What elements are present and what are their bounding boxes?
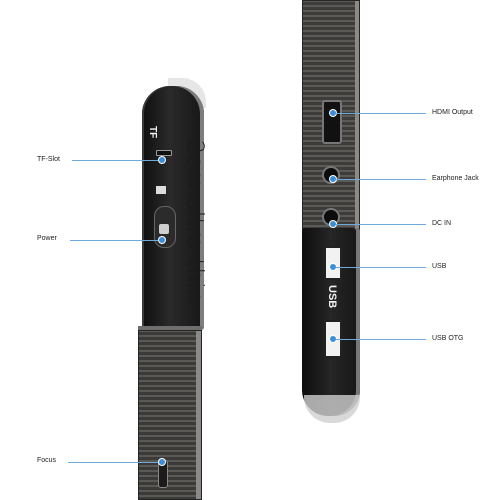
device-ribbed-body xyxy=(138,330,202,500)
earphone-label: Earphone Jack xyxy=(432,175,479,182)
hdmi-callout-line xyxy=(336,113,426,114)
tf-slot-port xyxy=(156,150,172,156)
hdmi-port xyxy=(322,100,342,144)
usb-otg-callout-line xyxy=(336,339,426,340)
usb-callout-line xyxy=(336,267,426,268)
usb-callout-dot xyxy=(330,264,336,270)
power-label: Power xyxy=(37,235,57,242)
dc-in-callout-line xyxy=(336,224,426,225)
earphone-callout-dot xyxy=(330,176,336,182)
power-callout-dot xyxy=(159,237,165,243)
device-seam xyxy=(138,326,202,330)
tf-slot-label: TF-Slot xyxy=(37,156,60,163)
tf-slot-callout-line xyxy=(72,160,162,161)
tagline: 2cm ultra-thin xyxy=(182,140,207,304)
usb-label: USB xyxy=(432,263,447,270)
projector-side-view-right: USB xyxy=(300,0,364,423)
hdmi-label: HDMI Output xyxy=(432,109,473,116)
tf-marking: TF xyxy=(147,126,158,139)
dc-in-callout-dot xyxy=(330,221,336,227)
tf-slot-callout-dot xyxy=(159,157,165,163)
usb-otg-label: USB OTG xyxy=(432,335,464,342)
earphone-callout-line xyxy=(336,179,426,180)
device-edge-highlight xyxy=(304,395,360,423)
usb-otg-callout-dot xyxy=(330,336,336,342)
focus-callout-line xyxy=(68,462,162,463)
power-switch-knob xyxy=(159,224,169,234)
power-callout-line xyxy=(70,240,162,241)
usb-port xyxy=(324,246,342,280)
focus-callout-dot xyxy=(159,459,165,465)
focus-label: Focus xyxy=(37,457,57,464)
usb-icon-marking xyxy=(156,186,166,194)
dc-in-label: DC IN xyxy=(432,220,452,227)
hdmi-callout-dot xyxy=(330,110,336,116)
usb-marking: USB xyxy=(326,285,338,309)
